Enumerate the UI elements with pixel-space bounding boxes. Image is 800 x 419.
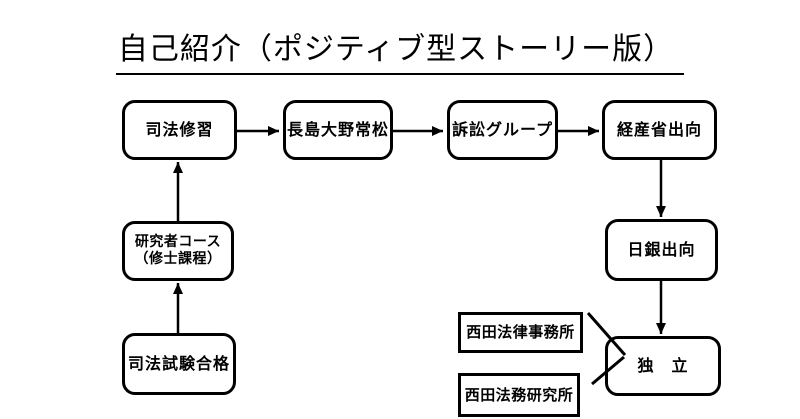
node-boj-secondment-label: 日銀出向 [627,240,696,259]
node-independence-label: 独 立 [637,356,689,375]
node-nishida-law-office-label: 西田法律事務所 [466,323,575,342]
node-judicial-training-label: 司法修習 [145,120,214,139]
node-nishida-legal-research-institute: 西田法務研究所 [458,373,580,417]
node-researcher-course: 研究者コース （修士課程） [122,221,234,281]
node-researcher-course-line1: 研究者コース [134,233,222,250]
title-row: 自己紹介（ポジティブ型ストーリー版） [0,24,800,75]
page-title: 自己紹介（ポジティブ型ストーリー版） [115,24,685,75]
node-bar-exam-pass-label: 司法試験合格 [127,354,230,373]
node-litigation-group-label: 訴訟グループ [451,120,554,139]
node-nagashima-label: 長島大野常松 [286,120,389,139]
node-researcher-course-line2: （修士課程） [134,251,222,267]
node-nishida-research-label: 西田法務研究所 [464,385,574,404]
node-bar-exam-pass: 司法試験合格 [122,333,236,395]
node-judicial-training: 司法修習 [122,100,237,160]
node-meti-secondment: 経産省出向 [602,100,717,160]
node-independence: 独 立 [605,336,721,396]
node-boj-secondment: 日銀出向 [605,219,718,281]
node-nishida-law-office: 西田法律事務所 [458,312,583,353]
node-nagashima-ohno-tsunematsu: 長島大野常松 [283,100,393,160]
node-meti-secondment-label: 経産省出向 [616,120,702,139]
node-litigation-group: 訴訟グループ [447,100,558,160]
